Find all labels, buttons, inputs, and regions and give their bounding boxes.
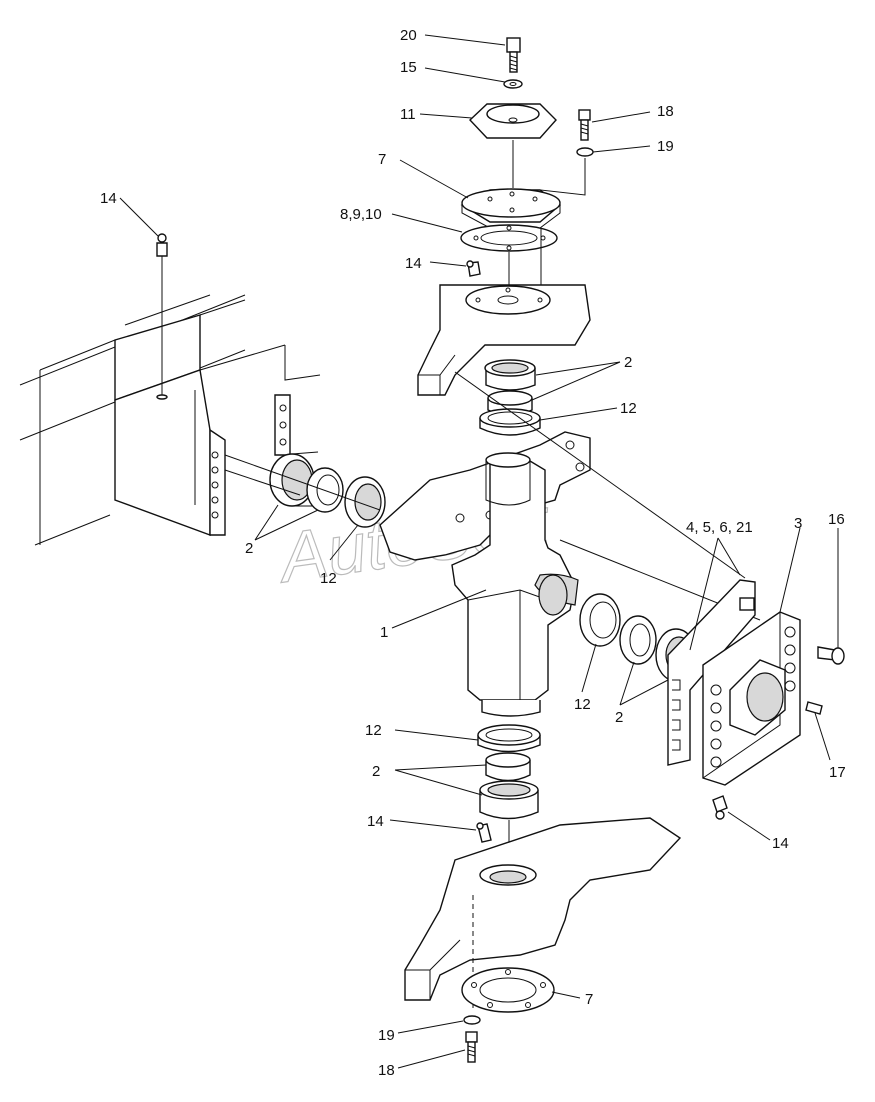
callout-15: 15 [400,59,417,76]
plate-7-top [460,188,562,229]
bolt-18-top [578,109,591,141]
callout-2-left: 2 [245,540,253,557]
callout-12-lower: 12 [365,722,382,739]
plate-7-bottom [461,967,555,1013]
bearing-2-lower-b [479,780,539,820]
callout-12-right: 12 [574,696,591,713]
callout-16: 16 [828,511,845,528]
washer-15 [503,79,523,89]
spindle-flange-3 [702,611,801,786]
callout-7-top: 7 [378,151,386,168]
callout-14-lower: 14 [367,813,384,830]
grease-fitting-14-topleft [156,233,168,257]
leader-lines [119,34,839,1069]
seal-12-left [344,476,386,528]
callout-2-lower: 2 [372,763,380,780]
bearing-2-left [269,451,319,507]
callout-11: 11 [400,106,416,123]
callout-18-bottom: 18 [378,1062,395,1079]
washer-19-bottom [463,1015,481,1025]
pin-17 [805,701,823,715]
seal-12-lower [477,724,541,753]
callout-19-top: 19 [657,138,674,155]
lower-steering-arm [404,817,682,1001]
callout-14-topleft: 14 [100,190,117,207]
steering-knuckle-1 [379,431,591,717]
seal-12-upper [479,408,541,436]
callout-2-upper: 2 [624,354,632,371]
callout-18-top: 18 [657,103,674,120]
callout-2-right: 2 [615,709,623,726]
bearing-2-lower-a [485,752,531,782]
callout-14-right: 14 [772,835,789,852]
callout-8-9-10: 8,9,10 [340,206,382,223]
callout-12-left: 12 [320,570,337,587]
fitting-hole [156,394,168,400]
callout-3: 3 [794,515,802,532]
callout-4-5-6-21: 4, 5, 6, 21 [686,519,753,536]
grease-fitting-14-lower [476,822,492,843]
callout-7-bottom: 7 [585,991,593,1008]
grease-fitting-14-right [712,795,728,820]
callout-14-mid: 14 [405,255,422,272]
callout-19-bottom: 19 [378,1027,395,1044]
bolt-16 [817,646,845,665]
washer-19-top [576,147,594,157]
frame-rails [19,294,321,546]
bolt-20 [506,37,521,73]
callout-labels: 20 15 11 18 19 7 8,9,10 14 14 2 12 2 12 … [100,27,846,1079]
callout-17: 17 [829,764,846,781]
shim-8-9-10 [460,224,558,252]
seal-12-right [579,593,621,647]
upper-steering-arm [417,284,591,396]
bearing-2-right-a [619,615,657,665]
cap-11 [469,103,557,139]
grease-fitting-14-mid [466,260,481,277]
callout-20: 20 [400,27,417,44]
bolt-18-bottom [465,1031,478,1063]
bearing-2-upper [484,359,536,391]
callout-1: 1 [380,624,388,641]
callout-12-upper: 12 [620,400,637,417]
